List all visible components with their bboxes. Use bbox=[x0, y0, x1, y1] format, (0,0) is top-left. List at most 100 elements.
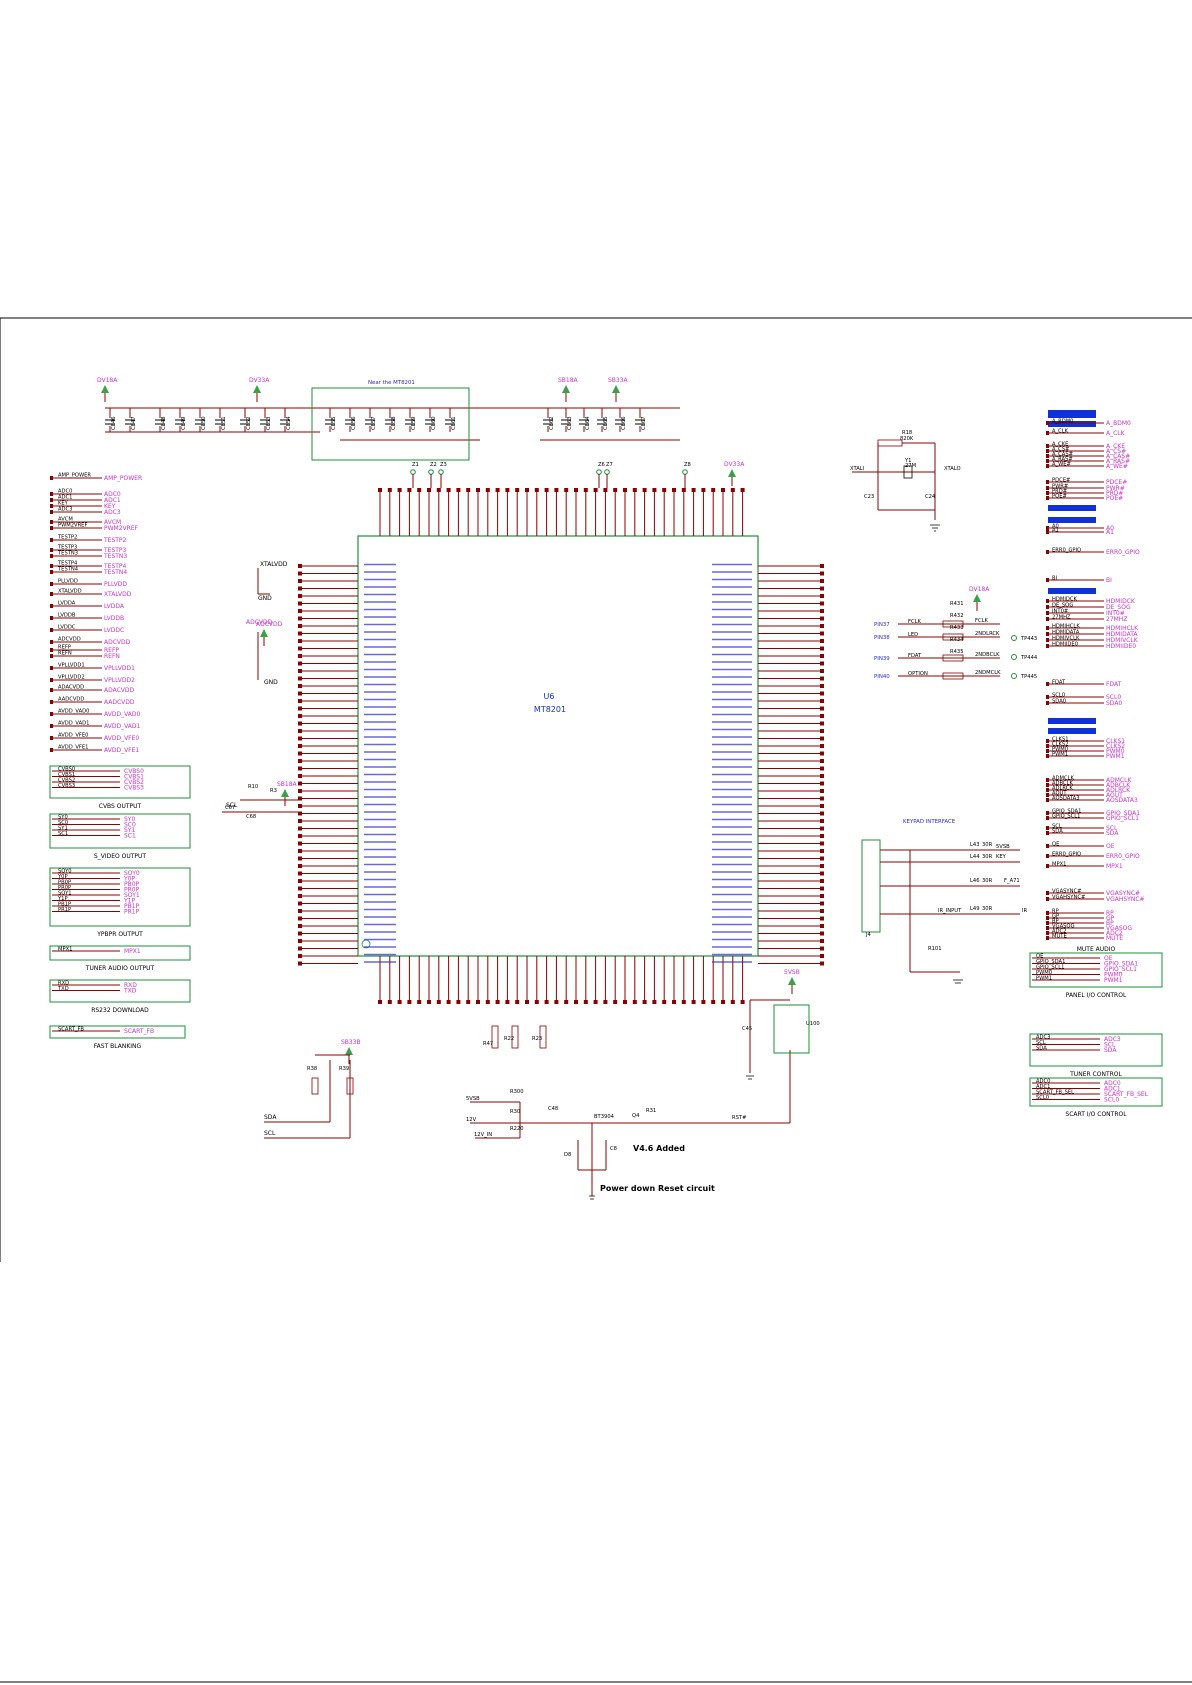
pin-end bbox=[820, 796, 824, 801]
group-item-net: PR0P bbox=[124, 887, 140, 894]
pin-end bbox=[298, 931, 302, 936]
net-label: AVDD_VFE0 bbox=[104, 735, 139, 742]
pin-end bbox=[642, 488, 647, 492]
right-group-item-src: GPIO_SDA1 bbox=[1036, 959, 1065, 965]
svg-text:SCL: SCL bbox=[264, 1130, 276, 1137]
bus-bar bbox=[1048, 728, 1096, 734]
group-item-net: CVBS0 bbox=[124, 768, 144, 775]
group-item-src: Y1P bbox=[57, 896, 68, 902]
keypad-part: L44 bbox=[970, 854, 980, 860]
left-misc: XTALVDD GND ADCVDD GND SCL R10 R3 C67 C6… bbox=[222, 561, 300, 820]
pin-end bbox=[672, 1000, 676, 1004]
net-source: TESTP3 bbox=[57, 545, 77, 551]
right-group-title: TUNER CONTROL bbox=[1069, 1071, 1122, 1078]
keypad-value: 30R bbox=[982, 854, 993, 860]
group-item-net: RXD bbox=[124, 982, 137, 989]
scl-label: SCL bbox=[226, 802, 238, 809]
power-arrow-icon bbox=[612, 385, 620, 393]
cap-ref: C861 bbox=[451, 416, 457, 430]
right-group-item-src: SDA bbox=[1036, 1046, 1047, 1052]
pin-end bbox=[820, 939, 824, 943]
right-group-item-src: PWM0 bbox=[1036, 970, 1052, 976]
option-signal: FDAT bbox=[908, 653, 922, 659]
pin-end bbox=[436, 488, 441, 492]
right-net-label: PRD# bbox=[1106, 490, 1123, 497]
pin-end bbox=[298, 646, 302, 651]
zener-ref: Z2 bbox=[430, 462, 437, 468]
right-net-src: A_RAS# bbox=[1052, 457, 1073, 463]
pin-end bbox=[820, 684, 824, 688]
right-net-src: POE# bbox=[1052, 494, 1067, 500]
group-item-net: TXD bbox=[123, 988, 137, 995]
pin-end bbox=[485, 1000, 490, 1004]
svg-text:R10: R10 bbox=[248, 784, 258, 790]
reset-net: 12V_IN bbox=[474, 1132, 492, 1138]
net-label: ADCVDD bbox=[104, 639, 131, 646]
group-item-src: SOY0 bbox=[58, 869, 72, 875]
right-net-src: ERR0_GPIO bbox=[1052, 852, 1081, 858]
pin-end bbox=[298, 886, 302, 891]
pin-end bbox=[820, 676, 824, 681]
bus-bar bbox=[1048, 517, 1096, 523]
pin-end bbox=[505, 488, 510, 492]
net-source: ADCVDD bbox=[58, 637, 81, 643]
right-net-label: A0 bbox=[1106, 525, 1114, 532]
pin-end bbox=[820, 804, 824, 808]
right-group-item-net: SCL bbox=[1104, 1042, 1116, 1049]
pin-end bbox=[613, 488, 618, 492]
right-net-src: SCL bbox=[1052, 824, 1062, 830]
pin-end bbox=[298, 639, 302, 643]
pin-end bbox=[820, 864, 824, 868]
right-net-src: DE_SOG bbox=[1052, 603, 1073, 609]
right-group-box bbox=[1029, 952, 1163, 988]
right-net-src: PDCE# bbox=[1052, 478, 1070, 484]
pin-end bbox=[820, 639, 824, 643]
pin-end bbox=[298, 751, 302, 756]
group-item-net: CVBS3 bbox=[124, 785, 144, 792]
zener-icon bbox=[596, 469, 602, 475]
right-net-label: MPX1 bbox=[1106, 863, 1123, 870]
power-arrow-icon bbox=[788, 977, 796, 985]
pin-end bbox=[820, 601, 824, 606]
group-item-net: SOY1 bbox=[124, 892, 140, 899]
pin-end bbox=[298, 939, 302, 943]
test-point-icon bbox=[1011, 673, 1017, 679]
pin-end bbox=[525, 488, 529, 492]
pin-end bbox=[820, 924, 824, 928]
right-net-src: PWM0 bbox=[1052, 747, 1068, 753]
right-net-src: BI bbox=[1052, 576, 1058, 582]
net-source: VPLLVDD1 bbox=[58, 663, 85, 669]
net-source: TESTN4 bbox=[57, 567, 79, 573]
pin-end bbox=[701, 488, 706, 492]
right-group-item-net: PWM0 bbox=[1104, 972, 1123, 979]
pin-end bbox=[525, 1000, 529, 1004]
right-group-item-src: SCL0 bbox=[1036, 1095, 1049, 1101]
pin-end bbox=[691, 1000, 696, 1004]
pin-end bbox=[623, 1000, 627, 1004]
option-res: R431 bbox=[950, 601, 964, 607]
svg-text:C67: C67 bbox=[225, 805, 235, 811]
pin-end bbox=[476, 1000, 480, 1004]
keypad-part: L49 bbox=[970, 906, 980, 912]
right-net-src: A_CLK bbox=[1052, 429, 1069, 435]
group-item-src: CVBS1 bbox=[58, 772, 75, 778]
pin-end bbox=[820, 826, 824, 831]
right-group-item-net: GPIO_SCL1 bbox=[1104, 966, 1137, 973]
pin-end bbox=[820, 609, 824, 613]
pin-end bbox=[298, 954, 302, 958]
net-source: TESTP2 bbox=[57, 535, 77, 541]
pin-end bbox=[632, 1000, 637, 1004]
pin-end bbox=[820, 706, 824, 711]
right-net-label: ADLRCK bbox=[1106, 787, 1131, 794]
pin-end bbox=[820, 751, 824, 756]
reset-part: R31 bbox=[646, 1108, 656, 1114]
svg-text:R3: R3 bbox=[270, 788, 277, 794]
group-item-src: SY0 bbox=[58, 815, 68, 821]
right-net-label: HDMIDCK bbox=[1106, 598, 1136, 605]
reset-note: V4.6 Added bbox=[633, 1144, 685, 1153]
right-net-src: A_BDM0 bbox=[1052, 419, 1073, 425]
keypad-value: 30R bbox=[982, 842, 993, 848]
svg-text:J4: J4 bbox=[865, 932, 872, 938]
